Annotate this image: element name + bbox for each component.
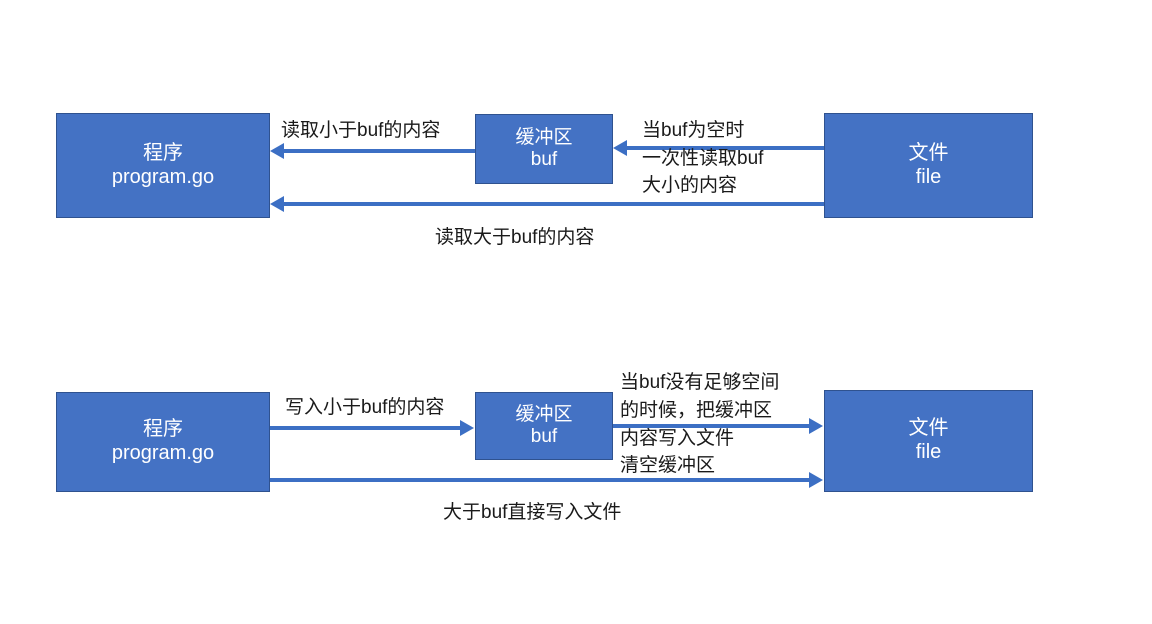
write-buffer-box-line2: buf	[530, 426, 558, 447]
read-arrow-buffer-to-program	[270, 143, 475, 159]
read-buffer-box-line2: buf	[530, 149, 558, 170]
read-file-box: 文件 file	[824, 113, 1033, 218]
read-program-box-line2: program.go	[111, 165, 215, 188]
write-label-buffer-to-file-line2: 的时候，把缓冲区	[620, 398, 773, 424]
write-label-program-to-buffer: 写入小于buf的内容	[285, 395, 445, 421]
read-arrow-file-to-program	[270, 196, 824, 212]
write-label-buffer-to-file-line1: 当buf没有足够空间	[620, 370, 780, 396]
write-file-box-line1: 文件	[908, 417, 949, 440]
read-buffer-box-line1: 缓冲区	[515, 126, 573, 148]
read-program-box: 程序 program.go	[56, 113, 270, 218]
read-label-file-to-buffer-line1: 当buf为空时	[642, 118, 745, 144]
write-arrow-program-to-file	[270, 472, 823, 488]
write-arrow-program-to-buffer	[270, 420, 474, 436]
write-program-box: 程序 program.go	[56, 392, 270, 492]
read-arrow-file-to-buffer	[613, 140, 824, 156]
read-label-file-to-program: 读取大于buf的内容	[435, 227, 595, 248]
write-label-buffer-to-file-line3: 内容写入文件	[620, 428, 735, 449]
write-arrow-buffer-to-file	[613, 418, 823, 434]
read-program-box-line1: 程序	[143, 141, 183, 164]
write-buffer-box: 缓冲区 buf	[475, 392, 613, 460]
write-buffer-box-line1: 缓冲区	[515, 403, 573, 425]
write-program-box-line1: 程序	[143, 418, 183, 441]
read-file-box-line2: file	[915, 165, 942, 188]
write-label-buffer-to-file-line4: 清空缓冲区	[620, 453, 716, 479]
read-label-file-to-buffer-line2: 一次性读取buf	[642, 148, 764, 169]
write-file-box: 文件 file	[824, 390, 1033, 492]
read-label-file-to-buffer-line3: 大小的内容	[642, 173, 738, 199]
read-buffer-box: 缓冲区 buf	[475, 114, 613, 184]
write-program-box-line2: program.go	[111, 442, 215, 464]
write-label-program-to-file: 大于buf直接写入文件	[443, 502, 622, 523]
read-file-box-line1: 文件	[908, 141, 949, 164]
read-label-buffer-to-program: 读取小于buf的内容	[281, 118, 441, 144]
write-file-box-line2: file	[915, 441, 942, 463]
